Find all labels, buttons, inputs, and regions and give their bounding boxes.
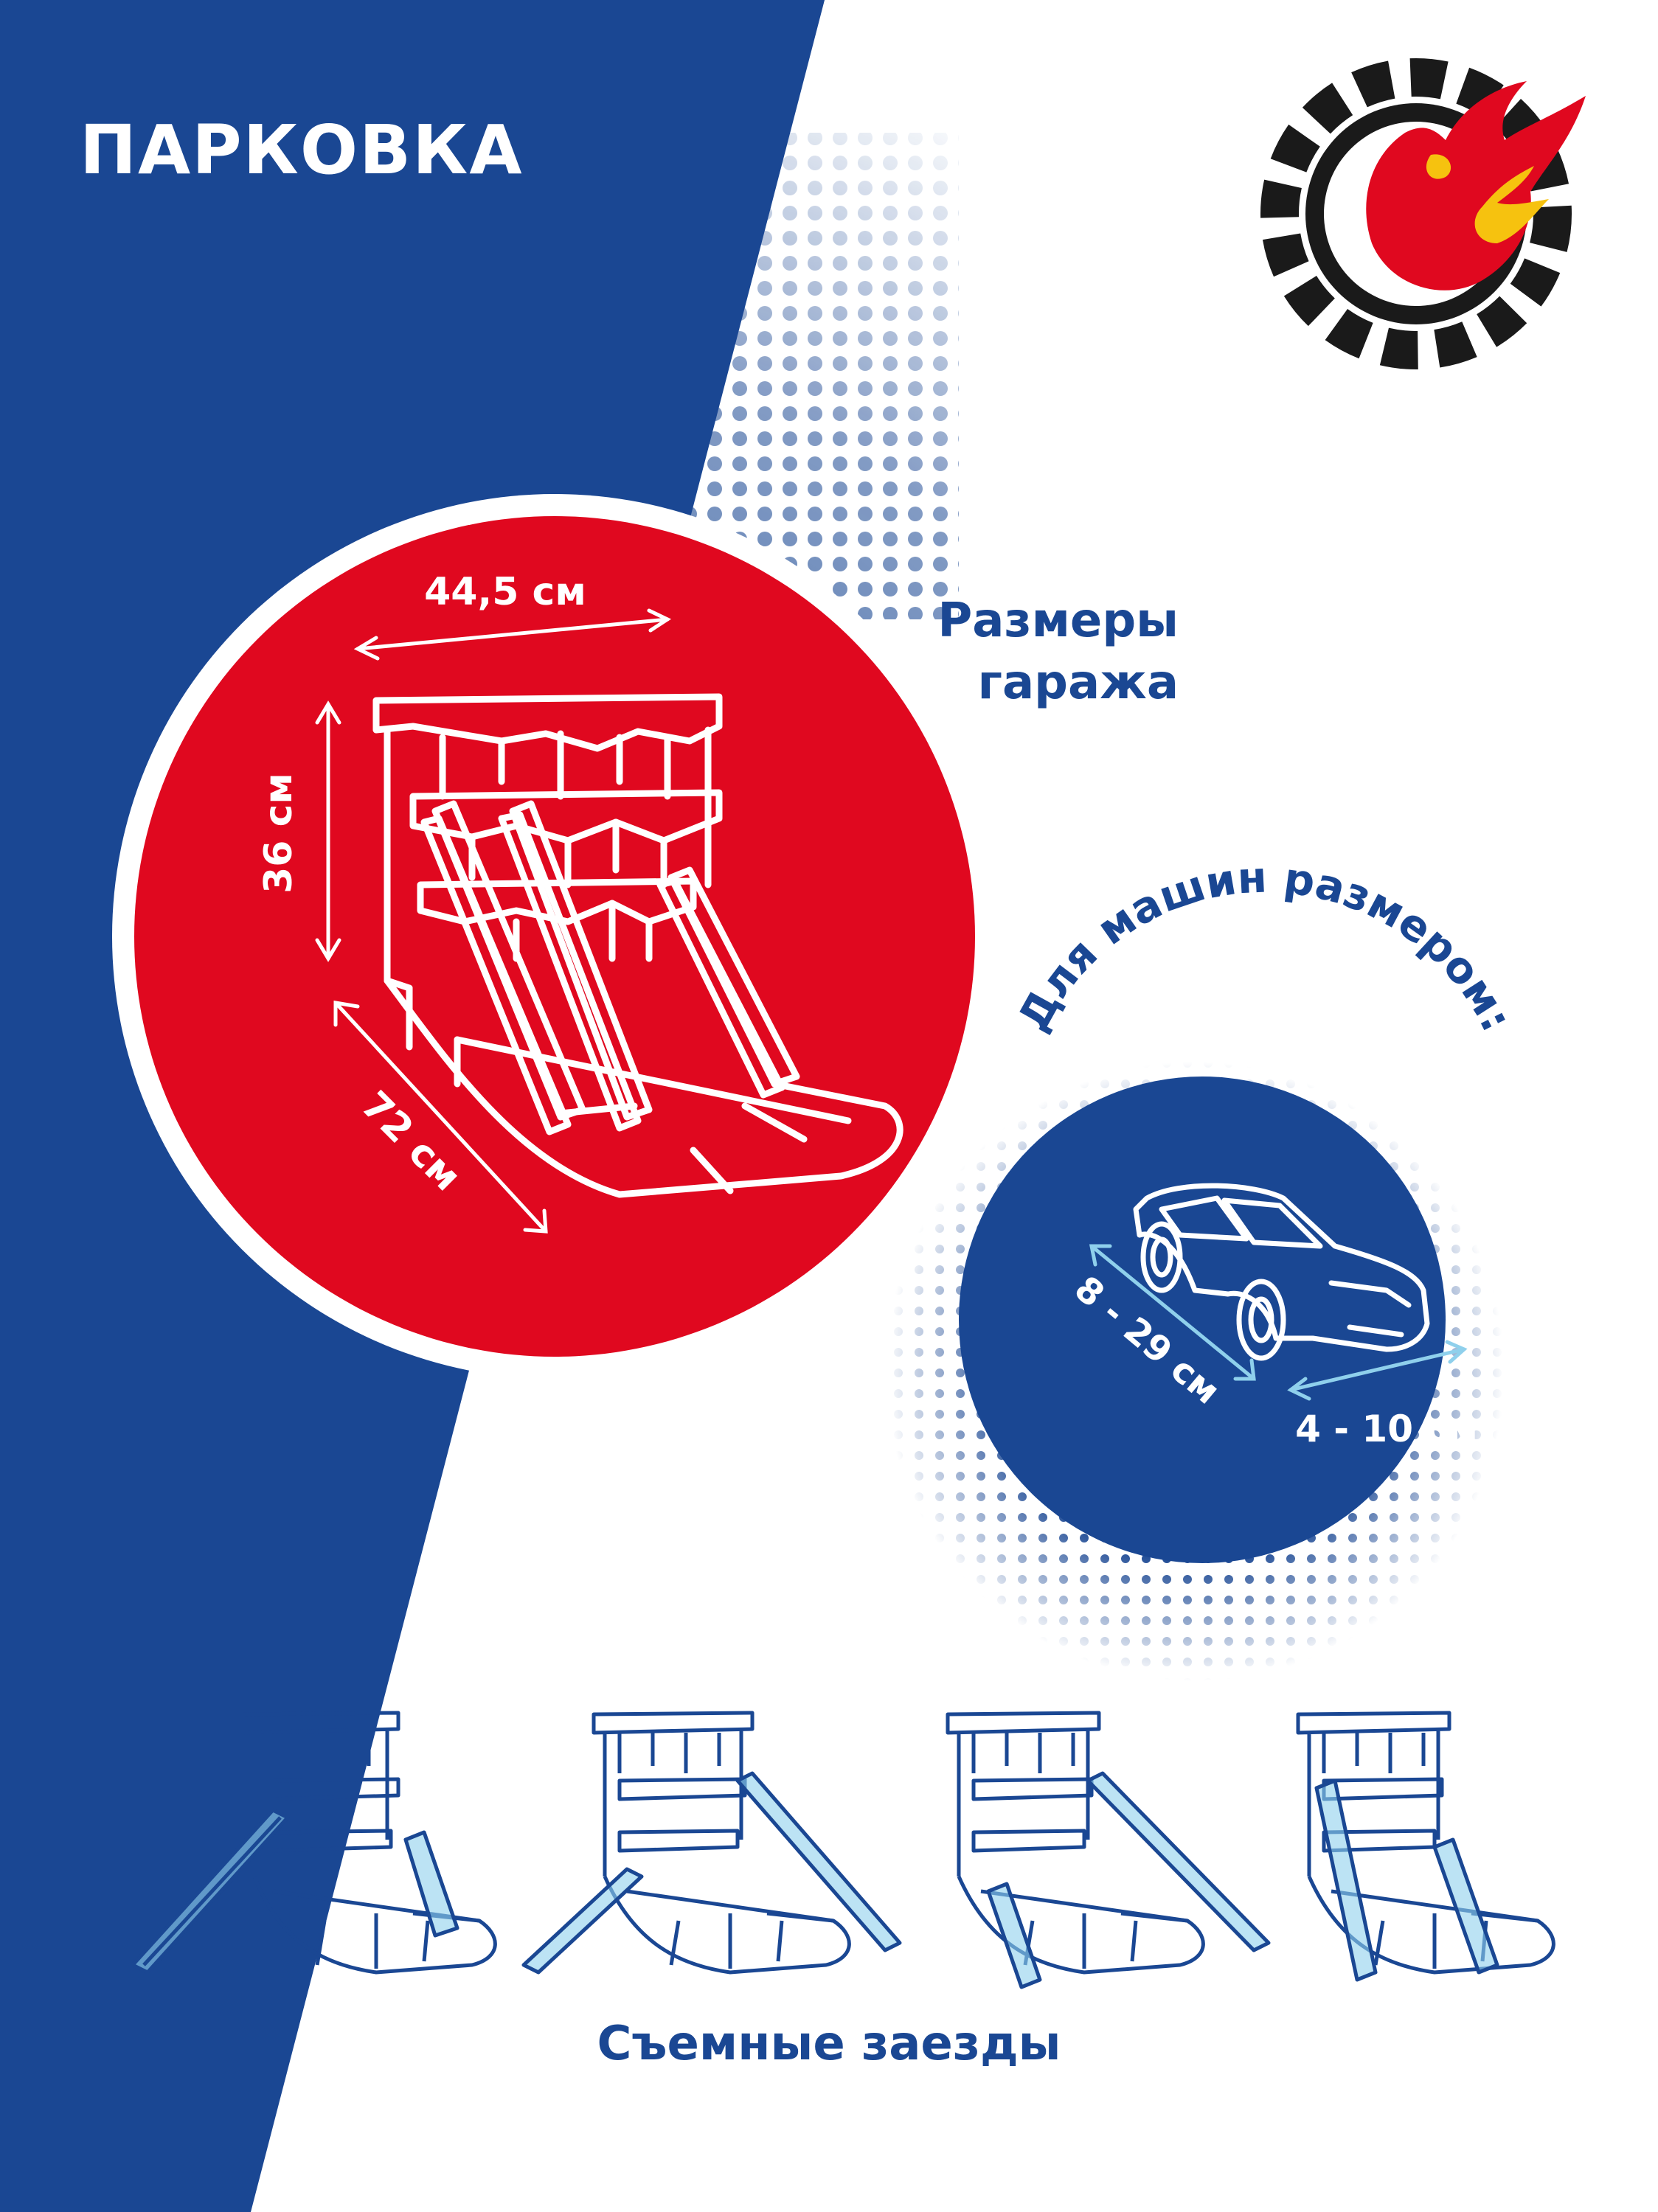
ramps-illustrations xyxy=(131,1711,1555,1989)
ramp-variant-1 xyxy=(131,1711,497,1975)
car-width-label: 4 - 10 см xyxy=(1295,1408,1478,1450)
ramp-variant-3 xyxy=(946,1711,1271,1989)
garage-dimension-arrows xyxy=(315,608,672,1234)
car-dimension-arrows xyxy=(1089,1244,1468,1401)
garage-height-label: 36 см xyxy=(257,773,301,894)
garage-size-heading-line1: Размеры xyxy=(937,594,1179,648)
garage-illustration xyxy=(372,693,903,1198)
ramp-variant-4 xyxy=(1296,1711,1555,1982)
garage-size-heading: Размеры гаража xyxy=(937,590,1179,714)
brand-logo xyxy=(1260,58,1586,369)
garage-size-heading-line2: гаража xyxy=(977,655,1179,710)
page-title: ПАРКОВКА xyxy=(80,111,524,189)
car-circle xyxy=(959,1077,1446,1563)
car-illustration xyxy=(1133,1183,1430,1361)
car-size-label: Для машин размером: xyxy=(1008,852,1522,1039)
removable-ramps-caption: Съемные заезды xyxy=(597,2017,1061,2071)
garage-width-label: 44,5 см xyxy=(424,570,586,614)
ramp-variant-2 xyxy=(521,1711,902,1975)
